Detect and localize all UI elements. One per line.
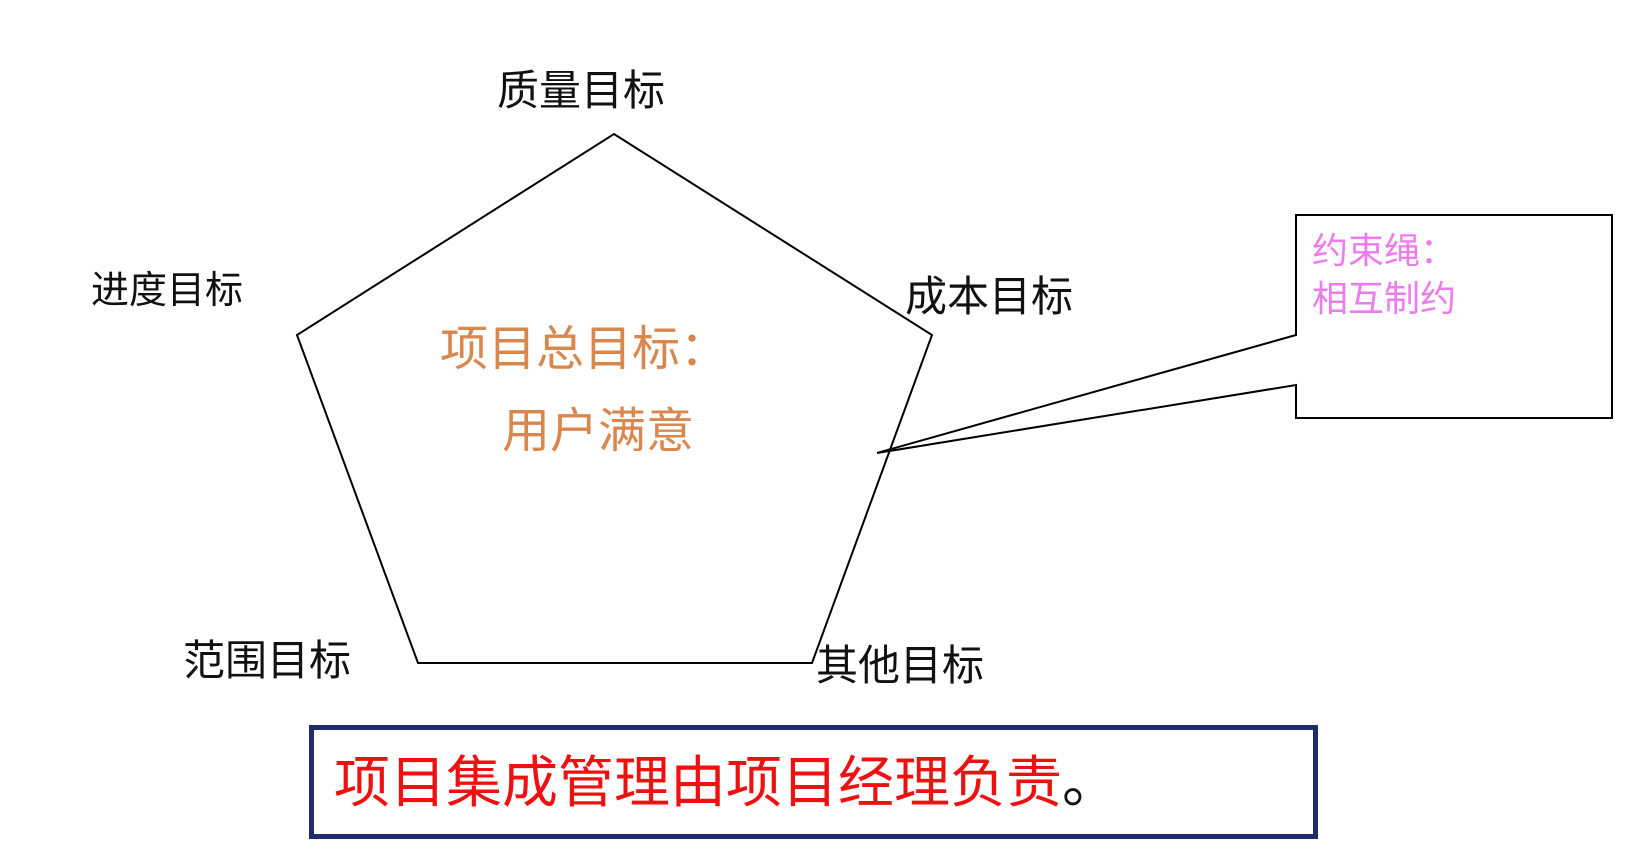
note-box: 项目集成管理由项目经理负责。 (309, 725, 1318, 839)
overall-goal-text: 项目总目标： 用户满意 (440, 308, 780, 472)
callout-title: 约束绳： (1312, 231, 1457, 272)
constraint-callout (876, 214, 1613, 454)
other-goal-label: 其他目标 (816, 641, 985, 690)
scope-goal-label: 范围目标 (183, 636, 352, 685)
schedule-goal-label: 进度目标 (91, 268, 244, 312)
quality-goal-label: 质量目标 (497, 66, 666, 115)
overall-goal-value: 用户满意 (502, 403, 695, 459)
note-statement: 项目集成管理由项目经理负责 (334, 751, 1062, 816)
callout-body: 相互制约 (1312, 279, 1457, 320)
note-text: 项目集成管理由项目经理负责。 (334, 756, 1118, 812)
overall-goal-title: 项目总目标： (440, 321, 729, 377)
goal-pentagon (295, 132, 934, 664)
cost-goal-label: 成本目标 (905, 272, 1074, 321)
callout-text: 约束绳： 相互制约 (1312, 228, 1456, 324)
note-period: 。 (1062, 751, 1118, 816)
